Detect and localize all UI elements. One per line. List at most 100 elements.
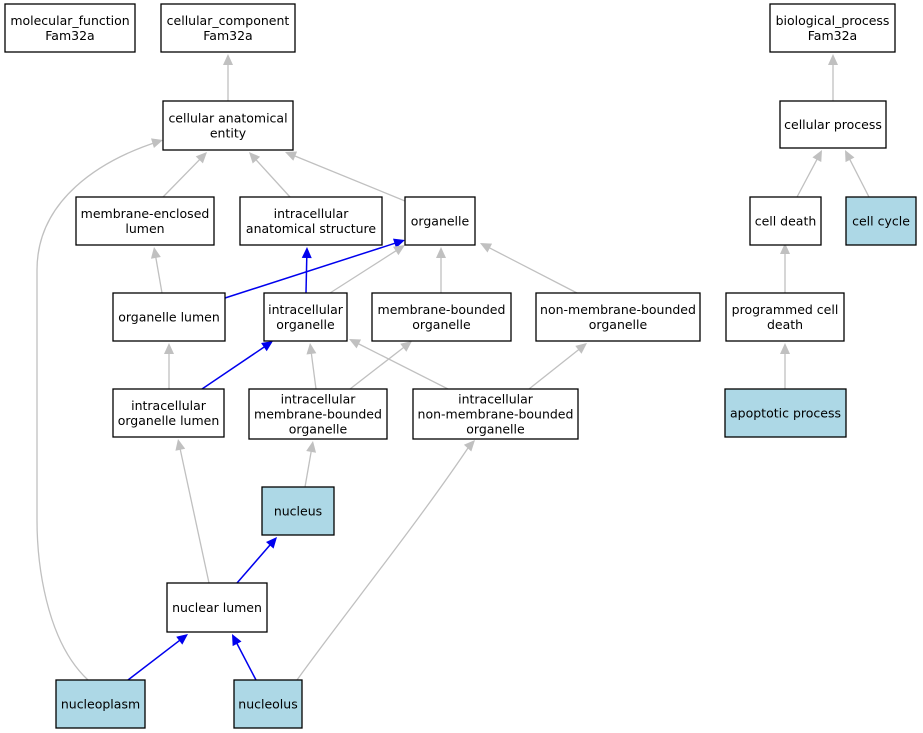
- node-cell-cycle[interactable]: cell cycle: [845, 196, 917, 246]
- node-label-line: biological_process: [776, 13, 890, 28]
- node-cell-death[interactable]: cell death: [749, 196, 822, 246]
- edge-line: [796, 158, 818, 198]
- node-box: [845, 196, 917, 246]
- arrowhead-icon: [175, 439, 186, 451]
- edge-intracellular-non-membrane-bounded-organelle-to-non-membrane-bounded-organelle: [528, 343, 587, 390]
- arrowhead-icon: [400, 341, 412, 352]
- arrowhead-icon: [285, 151, 298, 161]
- edge-line: [162, 158, 201, 198]
- node-nucleoplasm[interactable]: nucleoplasm: [55, 679, 146, 729]
- node-box: [404, 196, 476, 246]
- node-box: [112, 388, 225, 438]
- node-nucleolus[interactable]: nucleolus: [233, 679, 303, 729]
- node-label-line: non-membrane-bounded: [418, 407, 574, 422]
- node-organelle[interactable]: organelle: [404, 196, 476, 246]
- edge-organelle-lumen-to-organelle: [224, 238, 405, 299]
- edge-line: [305, 256, 308, 294]
- node-label-line: intracellular: [268, 302, 344, 317]
- edge-intracellular-organelle-to-intracellular-anatomical-structure: [301, 247, 312, 294]
- edge-nucleoplasm-to-cellular-anatomical-entity: [36, 138, 163, 681]
- edge-line: [349, 346, 405, 390]
- node-label-line: intracellular: [281, 392, 357, 407]
- node-box: [261, 486, 335, 536]
- edge-line: [127, 639, 181, 681]
- edge-nuclear-lumen-to-nucleus: [236, 537, 277, 584]
- node-box: [239, 196, 383, 246]
- node-intracellular-non-membrane-bounded-organelle[interactable]: intracellularnon-membrane-boundedorganel…: [412, 388, 579, 440]
- edge-line: [310, 352, 317, 390]
- edge-organelle-to-cellular-anatomical-entity: [285, 151, 406, 202]
- edge-cellular-anatomical-entity-to-cellular-component: [223, 54, 233, 101]
- edge-line: [236, 544, 272, 584]
- edge-line: [329, 249, 397, 294]
- node-box: [779, 100, 887, 149]
- arrowhead-icon: [266, 537, 277, 549]
- node-nucleus[interactable]: nucleus: [261, 486, 335, 536]
- node-organelle-lumen[interactable]: organelle lumen: [112, 292, 226, 342]
- node-apoptotic-process[interactable]: apoptotic process: [724, 388, 847, 438]
- node-box: [4, 3, 136, 53]
- node-label-line: Fam32a: [808, 28, 857, 43]
- edges-layer: [36, 54, 870, 681]
- node-box: [263, 292, 348, 342]
- edge-line: [528, 348, 580, 390]
- node-label-line: cell death: [755, 214, 817, 229]
- edge-line: [357, 342, 449, 390]
- node-label-line: organelle: [276, 317, 335, 332]
- node-label-line: cellular_component: [167, 13, 290, 28]
- node-label-line: programmed cell: [732, 302, 839, 317]
- node-box: [162, 100, 294, 151]
- node-label-line: apoptotic process: [730, 406, 841, 421]
- arrowhead-icon: [463, 440, 475, 452]
- node-label-line: Fam32a: [45, 28, 94, 43]
- node-label-line: nuclear lumen: [172, 600, 262, 615]
- arrowhead-icon: [480, 243, 493, 253]
- node-label-line: organelle lumen: [118, 413, 220, 428]
- node-label-line: intracellular: [274, 206, 350, 221]
- node-label-line: death: [767, 317, 803, 332]
- edge-intracellular-organelle-lumen-to-organelle-lumen: [164, 343, 174, 389]
- node-label-line: intracellular: [131, 398, 207, 413]
- arrowhead-icon: [232, 634, 242, 647]
- edge-cellular-process-to-biological-process: [828, 54, 838, 101]
- edge-line: [224, 242, 396, 299]
- edge-line: [201, 345, 266, 390]
- node-label-line: nucleus: [274, 504, 322, 519]
- arrowhead-icon: [306, 441, 317, 453]
- arrowhead-icon: [195, 152, 207, 164]
- edge-nucleolus-to-nuclear-lumen: [232, 634, 257, 681]
- edge-line: [36, 140, 161, 681]
- node-box: [412, 388, 579, 440]
- arrowhead-icon: [249, 152, 261, 164]
- node-label-line: organelle lumen: [118, 310, 220, 325]
- node-label-line: intracellular: [458, 392, 534, 407]
- edge-nucleus-to-intracellular-membrane-bounded-organelle: [304, 441, 317, 488]
- edge-intracellular-membrane-bounded-organelle-to-membrane-bounded-organelle: [349, 341, 412, 390]
- node-cellular-process[interactable]: cellular process: [779, 100, 887, 149]
- arrowhead-icon: [150, 247, 161, 259]
- edge-nucleolus-to-intracellular-non-membrane-bounded-organelle: [296, 440, 475, 681]
- node-label-line: membrane-bounded: [254, 407, 382, 422]
- node-label-line: nucleolus: [238, 697, 297, 712]
- node-label-line: organelle: [466, 422, 525, 437]
- arrowhead-icon: [845, 150, 855, 163]
- node-label-line: non-membrane-bounded: [540, 302, 696, 317]
- node-nuclear-lumen[interactable]: nuclear lumen: [166, 582, 268, 633]
- node-box: [233, 679, 303, 729]
- edge-line: [848, 158, 870, 198]
- edge-membrane-enclosed-lumen-to-cellular-anatomical-entity: [162, 152, 207, 198]
- edge-membrane-bounded-organelle-to-organelle: [436, 247, 446, 293]
